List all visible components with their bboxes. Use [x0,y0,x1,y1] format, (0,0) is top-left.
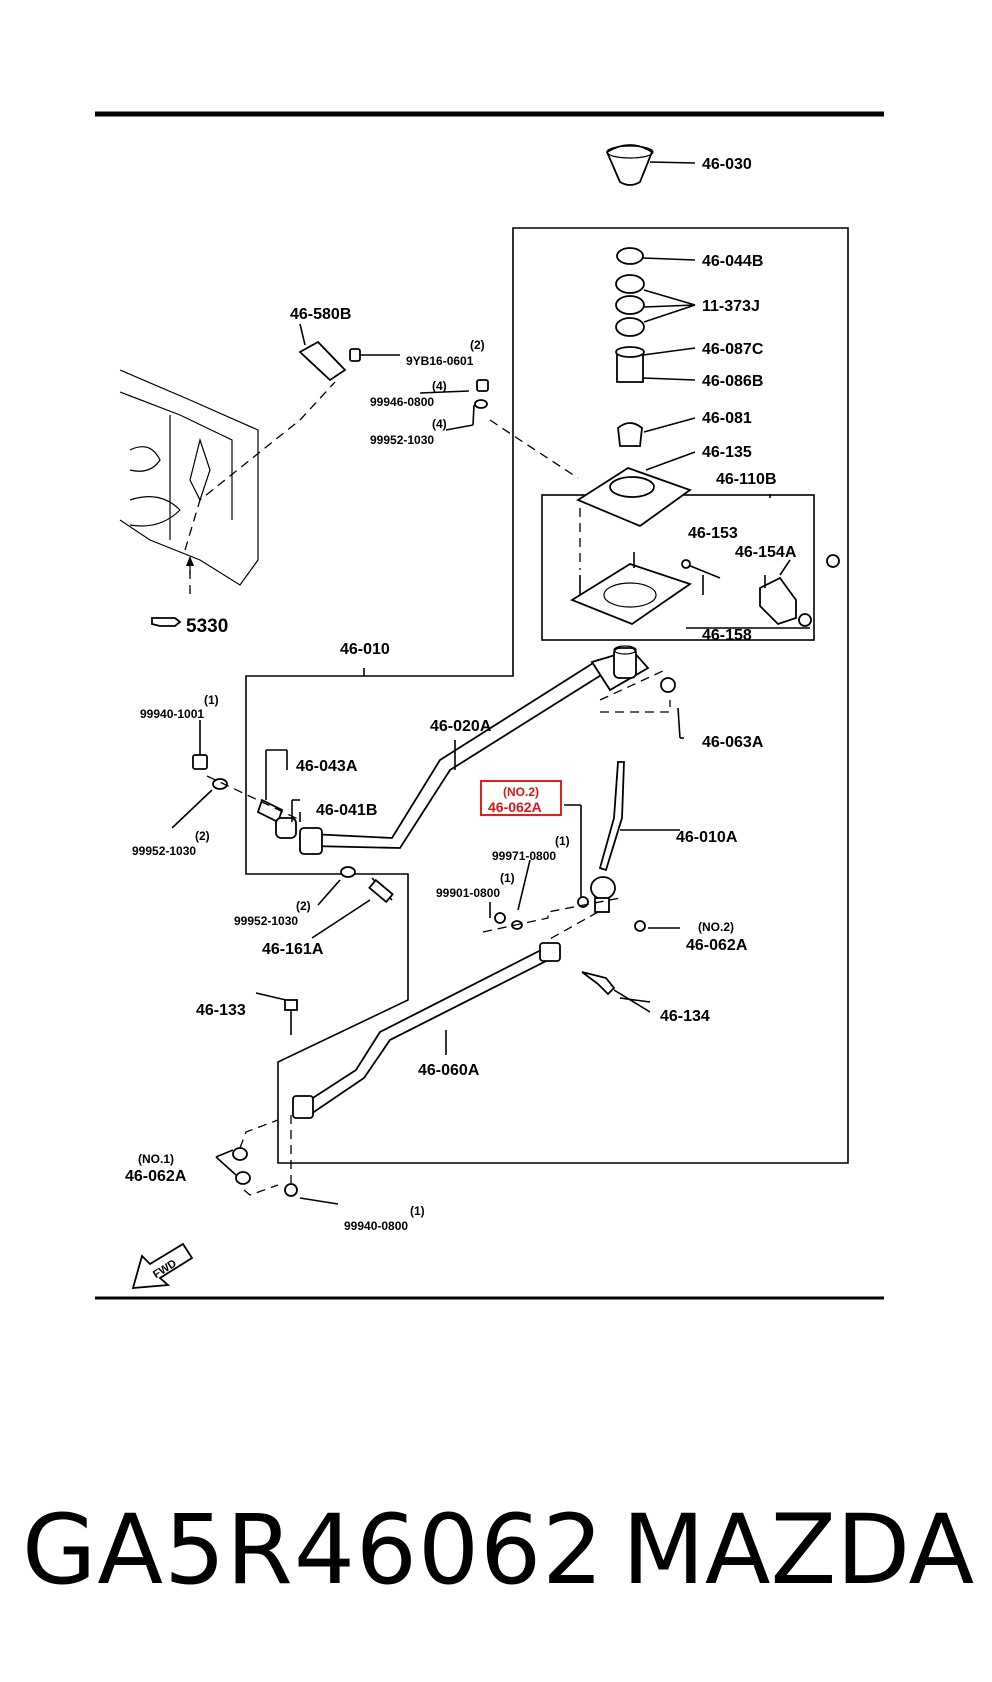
highlight-box [480,780,562,816]
label-46-030: 46-030 [702,156,752,173]
dash-lever [600,700,671,713]
lower-rod-part [292,942,561,1119]
highlight-no2: (NO.2) [503,785,539,799]
label-46-010a: 46-010A [676,829,738,846]
label-46-153: 46-153 [688,525,738,542]
qty-9yb16: (2) [470,338,485,352]
bushing-part [615,346,696,383]
label-46-133: 46-133 [196,1002,246,1019]
bracket-part [298,340,489,409]
no1-left: (NO.1) [138,1152,174,1166]
label-46-062a-left: 46-062A [125,1168,187,1185]
seat-part [617,417,696,447]
label-46-041b: 46-041B [316,802,377,819]
shift-rod-part [299,658,608,855]
dash-boot [489,419,579,479]
label-46-110b: 46-110B [716,471,777,488]
pointing-hand-icon [151,617,182,627]
label-46-063a: 46-063A [702,734,764,751]
qty-99952-low: (2) [296,899,311,913]
qty-99952-mid: (2) [195,829,210,843]
highlight-part-number: 46-062A [488,799,542,815]
qty-99940-a: (1) [204,693,219,707]
label-46-044b: 46-044B [702,253,763,270]
label-46-081: 46-081 [702,410,752,427]
label-9yb16-0601: 9YB16-0601 [406,354,474,368]
pin-46-133-part [284,999,298,1035]
footer: GA5R46062 MAZDA [0,1480,992,1620]
block-part [759,554,840,627]
label-46-161a: 46-161A [262,941,324,958]
pin-part [681,559,721,579]
o-rings-part [615,274,696,337]
no2-right: (NO.2) [698,920,734,934]
label-99940-1001: 99940-1001 [140,707,204,721]
label-46-043a: 46-043A [296,758,358,775]
qty-99946: (4) [432,379,447,393]
label-46-158: 46-158 [702,627,752,644]
label-46-010: 46-010 [340,641,390,658]
label-11-373j: 11-373J [702,298,760,315]
label-99971-0800: 99971-0800 [492,849,556,863]
dash-upper-right [599,669,666,701]
label-46-087c: 46-087C [702,341,764,358]
label-99901-0800: 99901-0800 [436,886,500,900]
label-99946-0800: 99946-0800 [370,395,434,409]
snap-ring-part [616,247,696,265]
bushing-left-part [256,749,300,839]
fwd-arrow-icon [131,1242,194,1290]
frame-sketch [119,369,259,600]
label-46-135: 46-135 [702,444,752,461]
label-46-060a: 46-060A [418,1062,480,1079]
base-plate-part [570,552,692,626]
boot-plate-part [576,451,696,528]
label-46-020a: 46-020A [430,718,492,735]
brand-name: MAZDA [622,1494,975,1606]
label-5330: 5330 [186,616,228,637]
assembly-outline [245,227,849,1164]
bushings-no1-part [232,1115,298,1197]
shift-lever-part [590,761,625,913]
label-46-154a: 46-154A [735,544,797,561]
small-hardware-part [482,896,646,956]
washer-part [340,866,356,878]
label-46-580b: 46-580B [290,306,351,323]
parts-diagram: 46-030 46-044B 11-373J 46-087C 46-086B 4… [95,111,884,1300]
label-99952-1030-top: 99952-1030 [370,433,434,447]
qty-99901: (1) [500,871,515,885]
qty-99952-top: (4) [432,417,447,431]
lever-head-part [590,645,676,693]
stud-part [368,877,394,904]
label-99952-1030-mid: 99952-1030 [132,844,196,858]
label-99940-0800: 99940-0800 [344,1219,408,1233]
shift-knob-part [605,144,696,186]
part-number: GA5R46062 [22,1494,605,1606]
qty-99971: (1) [555,834,570,848]
qty-99940-b: (1) [410,1204,425,1218]
label-46-086b: 46-086B [702,373,763,390]
label-46-134: 46-134 [660,1008,710,1025]
pin-46-134-part [581,971,651,1013]
label-99952-1030-low: 99952-1030 [234,914,298,928]
label-46-062a-right: 46-062A [686,937,748,954]
